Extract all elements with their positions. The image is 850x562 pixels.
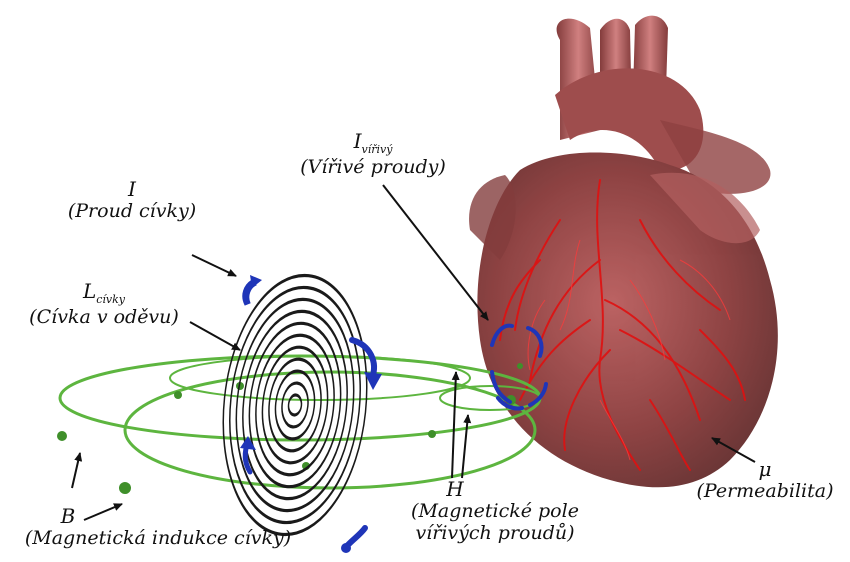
eddy-symbol: Ivířivý xyxy=(288,130,458,157)
induction-description: (Magnetická indukce cívky) xyxy=(8,528,308,550)
field-symbol: H xyxy=(315,478,595,501)
field-description-line2: vířivých proudů) xyxy=(395,523,595,545)
label-permeability: μ (Permeabilita) xyxy=(690,458,840,503)
coil-current-symbol: I xyxy=(52,178,212,201)
coil-symbol-letter: L xyxy=(83,279,96,303)
coil-symbol-subscript: cívky xyxy=(96,293,125,306)
eddy-description: (Vířivé proudy) xyxy=(288,157,458,179)
coil-description: (Cívka v oděvu) xyxy=(14,307,194,329)
permeability-description: (Permeabilita) xyxy=(690,481,840,503)
coil-symbol: Lcívky xyxy=(14,280,194,307)
label-magnetic-induction: B (Magnetická indukce cívky) xyxy=(8,505,308,550)
eddy-symbol-subscript: vířivý xyxy=(361,143,392,156)
coil-current-description: (Proud cívky) xyxy=(52,201,212,223)
field-description-line1: (Magnetické pole xyxy=(395,501,595,523)
label-eddy-field: H (Magnetické pole vířivých proudů) xyxy=(395,478,595,545)
label-eddy-currents: Ivířivý (Vířivé proudy) xyxy=(288,130,458,178)
label-coil: Lcívky (Cívka v oděvu) xyxy=(14,280,194,328)
label-coil-current: I (Proud cívky) xyxy=(52,178,212,223)
induction-symbol: B xyxy=(8,505,128,528)
permeability-symbol: μ xyxy=(690,458,840,481)
